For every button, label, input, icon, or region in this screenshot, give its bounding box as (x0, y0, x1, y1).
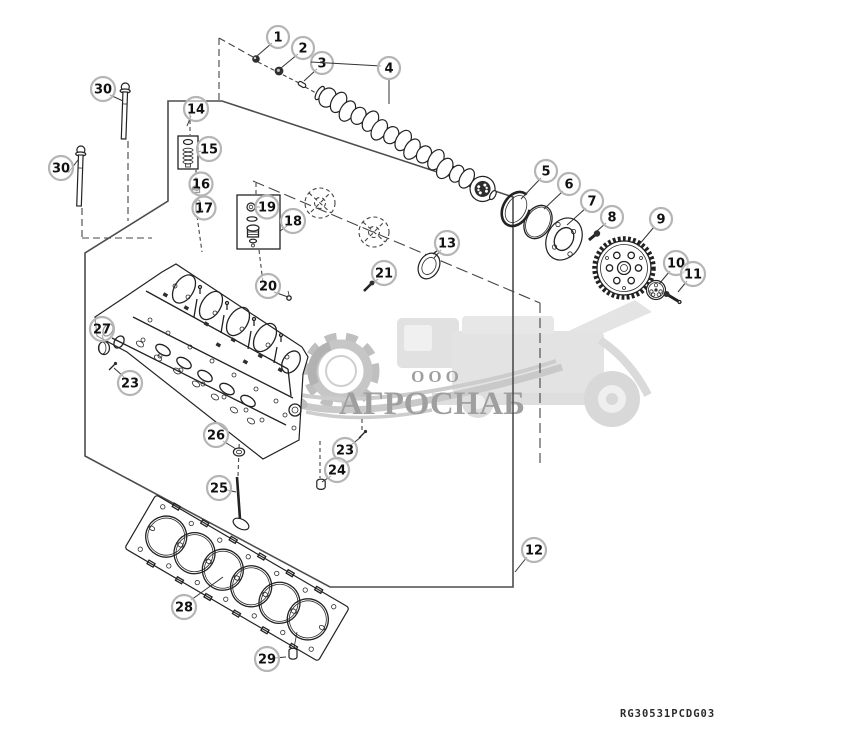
svg-text:9: 9 (656, 213, 665, 228)
callout-28: 28 (170, 576, 224, 621)
callout-10: 10 (658, 249, 690, 285)
callout-29: 29 (253, 645, 287, 673)
svg-text:8: 8 (607, 211, 616, 226)
svg-text:29: 29 (258, 653, 276, 668)
svg-text:14: 14 (187, 103, 205, 118)
camshaft-pin-part (297, 80, 307, 89)
head-small-holes (140, 283, 297, 431)
head-dark-details (162, 292, 284, 373)
callout-30-left: 30 (47, 154, 79, 182)
svg-text:18: 18 (284, 215, 302, 230)
plug-part-24 (316, 478, 326, 490)
svg-text:7: 7 (587, 195, 596, 210)
svg-text:17: 17 (195, 202, 213, 217)
svg-text:30: 30 (52, 162, 70, 177)
svg-text:5: 5 (541, 165, 550, 180)
svg-text:19: 19 (258, 201, 276, 216)
callout-24: 24 (321, 456, 351, 484)
callout-12: 12 (514, 536, 548, 573)
stud-part-left (108, 361, 118, 371)
callout-20: 20 (254, 272, 289, 300)
callout-15: 15 (195, 135, 223, 163)
callout-11: 11 (677, 260, 707, 293)
callout-13: 13 (433, 229, 461, 259)
callout-2: 2 (280, 35, 316, 69)
callout-30-top: 30 (89, 75, 124, 103)
plate-bolt-part (588, 230, 601, 242)
head-gasket-drawing (125, 495, 349, 661)
svg-text:21: 21 (375, 267, 393, 282)
svg-text:4: 4 (384, 62, 393, 77)
svg-text:12: 12 (525, 544, 543, 559)
watermark-company-name: АГРОСНАБ (339, 386, 525, 422)
svg-text:15: 15 (200, 143, 218, 158)
callout-16: 16 (188, 171, 214, 197)
cam-bearing-part (417, 249, 441, 280)
watermark-company-prefix: ООО (411, 367, 463, 386)
callout-8: 8 (596, 204, 625, 232)
gear-washer-part (645, 279, 667, 301)
callout-18: 18 (279, 207, 307, 235)
valve-part-25 (232, 476, 250, 531)
valve-spring-kit-box (177, 135, 199, 170)
svg-text:2: 2 (298, 42, 307, 57)
svg-text:28: 28 (175, 601, 193, 616)
callout-6: 6 (543, 171, 582, 210)
gear-bolt-part (663, 291, 682, 305)
assembly-plane-border (84, 100, 514, 588)
callout-7: 7 (566, 188, 605, 226)
valve-seal-kit-box (236, 194, 281, 250)
gasket-plug-part-29 (288, 631, 298, 660)
stud-part-right (358, 429, 368, 439)
callout-14: 14 (182, 95, 210, 127)
svg-text:16: 16 (192, 178, 210, 193)
stud-part-top (286, 290, 292, 301)
svg-text:27: 27 (93, 323, 111, 338)
head-bolt-long-top (119, 82, 131, 140)
svg-text:26: 26 (207, 429, 225, 444)
callouts-layer: 1 2 3 4 5 6 7 8 (47, 24, 707, 673)
svg-text:25: 25 (210, 482, 228, 497)
svg-text:30: 30 (94, 83, 112, 98)
callout-19: 19 (254, 194, 280, 220)
cup-plug-part (97, 340, 111, 356)
callout-26: 26 (202, 421, 237, 450)
svg-text:1: 1 (273, 31, 282, 46)
timing-gear-drawing (592, 236, 656, 300)
callout-9: 9 (637, 206, 674, 247)
callout-5: 5 (520, 158, 559, 200)
watermark: ООО АГРОСНАБ (290, 300, 652, 427)
svg-text:11: 11 (684, 268, 702, 283)
callout-23-left: 23 (113, 367, 144, 397)
camshaft-nut-part (252, 55, 260, 63)
cam-bearing-ghost-1 (304, 187, 336, 219)
cam-bearing-ghost-2 (358, 216, 390, 248)
svg-text:20: 20 (259, 280, 277, 295)
svg-text:24: 24 (328, 464, 346, 479)
svg-text:13: 13 (438, 237, 456, 252)
callout-27: 27 (88, 315, 116, 343)
svg-text:23: 23 (336, 444, 354, 459)
callout-4: 4 (310, 55, 402, 104)
head-studs (197, 284, 284, 342)
svg-text:3: 3 (317, 57, 326, 72)
callout-21: 21 (368, 259, 398, 287)
drawing-code: RG30531PCDG03 (620, 708, 715, 720)
callout-1: 1 (256, 24, 291, 57)
valve-nut-part-26 (232, 447, 246, 457)
thrust-plate-part (545, 217, 583, 261)
svg-text:6: 6 (564, 178, 573, 193)
camshaft-drawing (314, 85, 497, 203)
svg-text:10: 10 (667, 257, 685, 272)
callout-17: 17 (191, 195, 217, 221)
callout-25: 25 (205, 474, 237, 502)
svg-text:23: 23 (121, 377, 139, 392)
camshaft-washer-part (274, 66, 284, 76)
head-bolt-long-left (75, 145, 87, 207)
